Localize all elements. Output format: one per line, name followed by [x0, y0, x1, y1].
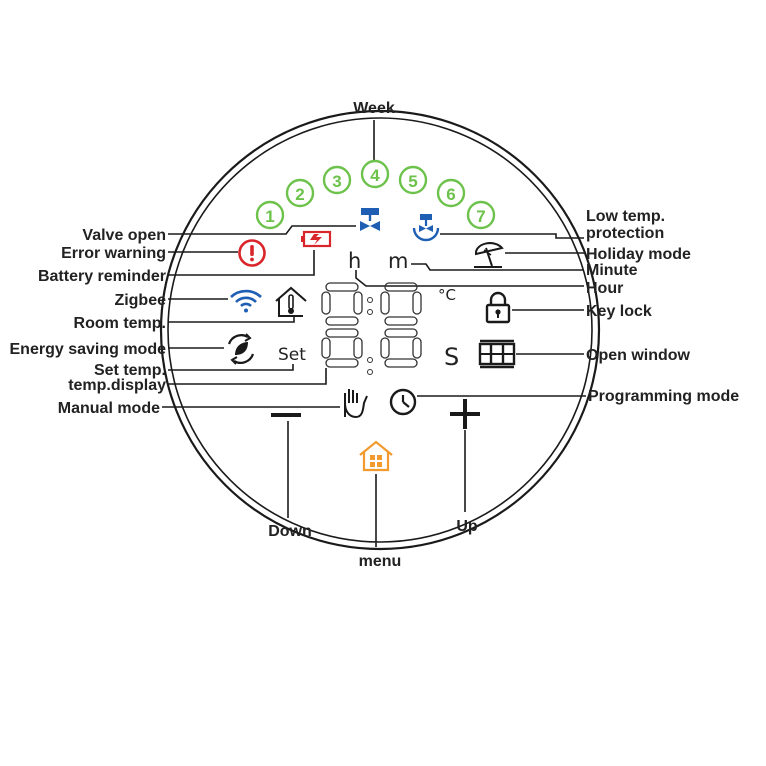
hour-glyph: h	[348, 249, 361, 273]
upper-digit-2	[380, 282, 422, 326]
week-day-5: 5	[398, 165, 428, 195]
minus-button[interactable]	[271, 413, 301, 417]
leader-room-temp	[168, 316, 295, 323]
seconds-indicator: S	[444, 343, 459, 371]
leader-hour	[355, 270, 584, 287]
label-menu: menu	[359, 553, 402, 570]
leader-battery	[168, 250, 315, 276]
label-low-temp-protection-line2: protection	[586, 225, 664, 242]
label-hour: Hour	[586, 280, 623, 297]
home-menu-icon[interactable]	[359, 440, 393, 472]
svg-text:1: 1	[265, 207, 274, 226]
label-energy-saving-mode: Energy saving mode	[10, 341, 167, 358]
label-down: Down	[268, 523, 312, 540]
plus-button[interactable]	[450, 399, 480, 429]
svg-text:5: 5	[408, 172, 417, 191]
leader-valve-open	[168, 225, 356, 235]
label-open-window: Open window	[586, 347, 691, 364]
week-day-6: 6	[436, 178, 466, 208]
week-day-4: 4	[360, 159, 390, 189]
svg-text:4: 4	[370, 166, 380, 185]
label-manual-mode: Manual mode	[58, 400, 160, 417]
label-minute: Minute	[586, 262, 638, 279]
svg-text:7: 7	[476, 207, 485, 226]
device-bezel-outer	[159, 109, 601, 551]
menu-button[interactable]	[359, 440, 393, 472]
lower-digit-2	[380, 328, 422, 368]
label-zigbee: Zigbee	[114, 292, 166, 309]
leaf-cycle-icon	[227, 333, 255, 365]
leader-low-temp	[440, 233, 584, 239]
label-set-temp: Set temp.	[94, 362, 166, 379]
digit-display-upper	[321, 282, 422, 326]
label-programming-mode: Programming mode	[588, 388, 739, 405]
upper-digit-1	[321, 282, 363, 326]
minute-glyph: m	[388, 249, 408, 273]
set-indicator: Set	[278, 345, 306, 365]
battery-icon	[301, 230, 332, 248]
label-key-lock: Key lock	[586, 303, 652, 320]
clock-icon	[389, 388, 417, 416]
leader-set-temp	[168, 364, 294, 371]
plus-icon[interactable]	[450, 399, 480, 429]
beach-umbrella-icon	[474, 242, 504, 268]
hand-icon	[344, 389, 368, 419]
week-day-3: 3	[322, 165, 352, 195]
label-error-warning: Error warning	[61, 245, 166, 262]
svg-text:3: 3	[332, 172, 341, 191]
wifi-icon	[230, 289, 262, 313]
label-holiday-mode: Holiday mode	[586, 246, 691, 263]
label-up: Up	[456, 518, 478, 535]
snowflake-valve-icon	[412, 214, 440, 242]
label-room-temp: Room temp.	[74, 315, 166, 332]
label-week: Week	[353, 100, 395, 117]
leader-minute	[411, 263, 584, 271]
week-day-7: 7	[466, 200, 496, 230]
digit-display-lower	[321, 328, 422, 375]
week-days: 1 2 3 4 5 6 7	[255, 159, 496, 230]
exclamation-circle-icon	[238, 239, 266, 267]
label-valve-open: Valve open	[82, 227, 166, 244]
minus-icon[interactable]	[271, 413, 301, 417]
svg-text:6: 6	[446, 185, 455, 204]
svg-text:2: 2	[295, 185, 304, 204]
week-day-1: 1	[255, 200, 285, 230]
label-low-temp-protection-line1: Low temp.	[586, 208, 665, 225]
label-battery-reminder: Battery reminder	[38, 268, 166, 285]
label-temp-display: temp.display	[68, 377, 166, 394]
window-icon	[478, 339, 516, 369]
lock-icon	[485, 291, 511, 324]
leader-temp-display	[168, 368, 327, 385]
valve-icon	[360, 208, 380, 231]
degree-celsius-indicator: °C	[438, 286, 456, 304]
device-bezel-inner	[167, 117, 593, 543]
lower-digit-1	[321, 328, 363, 368]
week-day-2: 2	[285, 178, 315, 208]
house-thermometer-icon	[275, 286, 307, 317]
